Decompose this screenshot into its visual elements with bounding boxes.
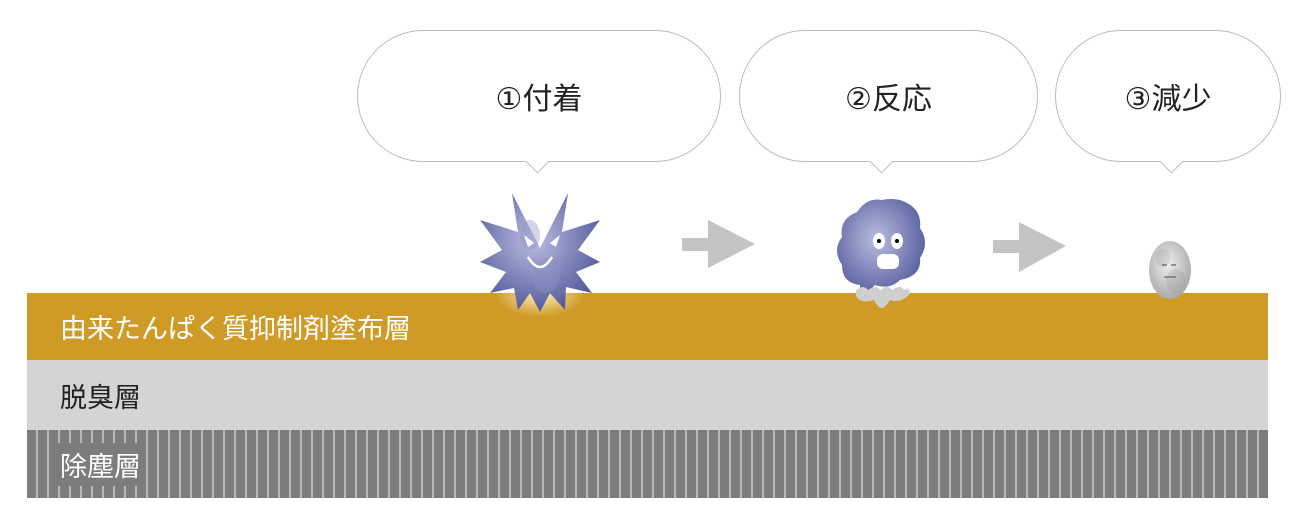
layer-label: 由来たんぱく質抑制剤塗布層 xyxy=(60,314,411,345)
step-label: ①付着 xyxy=(495,82,583,117)
virus-neutralized-icon xyxy=(1149,241,1191,299)
arrow-right-icon xyxy=(993,222,1066,272)
step-bubble-reduce: ③減少 xyxy=(1055,30,1281,174)
layer-dust-removal: 除塵層 xyxy=(27,430,1268,498)
virus-angry-icon xyxy=(480,193,600,317)
layer-deodorizing: 脱臭層 xyxy=(27,360,1268,430)
step-bubble-attach: ①付着 xyxy=(357,30,721,174)
arrow-right-icon xyxy=(682,220,755,268)
step-bubble-react: ②反応 xyxy=(739,30,1038,174)
layer-protein-suppressant: 由来たんぱく質抑制剤塗布層 xyxy=(27,293,1268,360)
layer-label: 脱臭層 xyxy=(60,382,141,414)
layer-label: 除塵層 xyxy=(56,442,145,486)
step-label: ②反応 xyxy=(845,82,932,117)
step-label: ③減少 xyxy=(1124,82,1212,117)
virus-shocked-icon xyxy=(837,199,925,308)
